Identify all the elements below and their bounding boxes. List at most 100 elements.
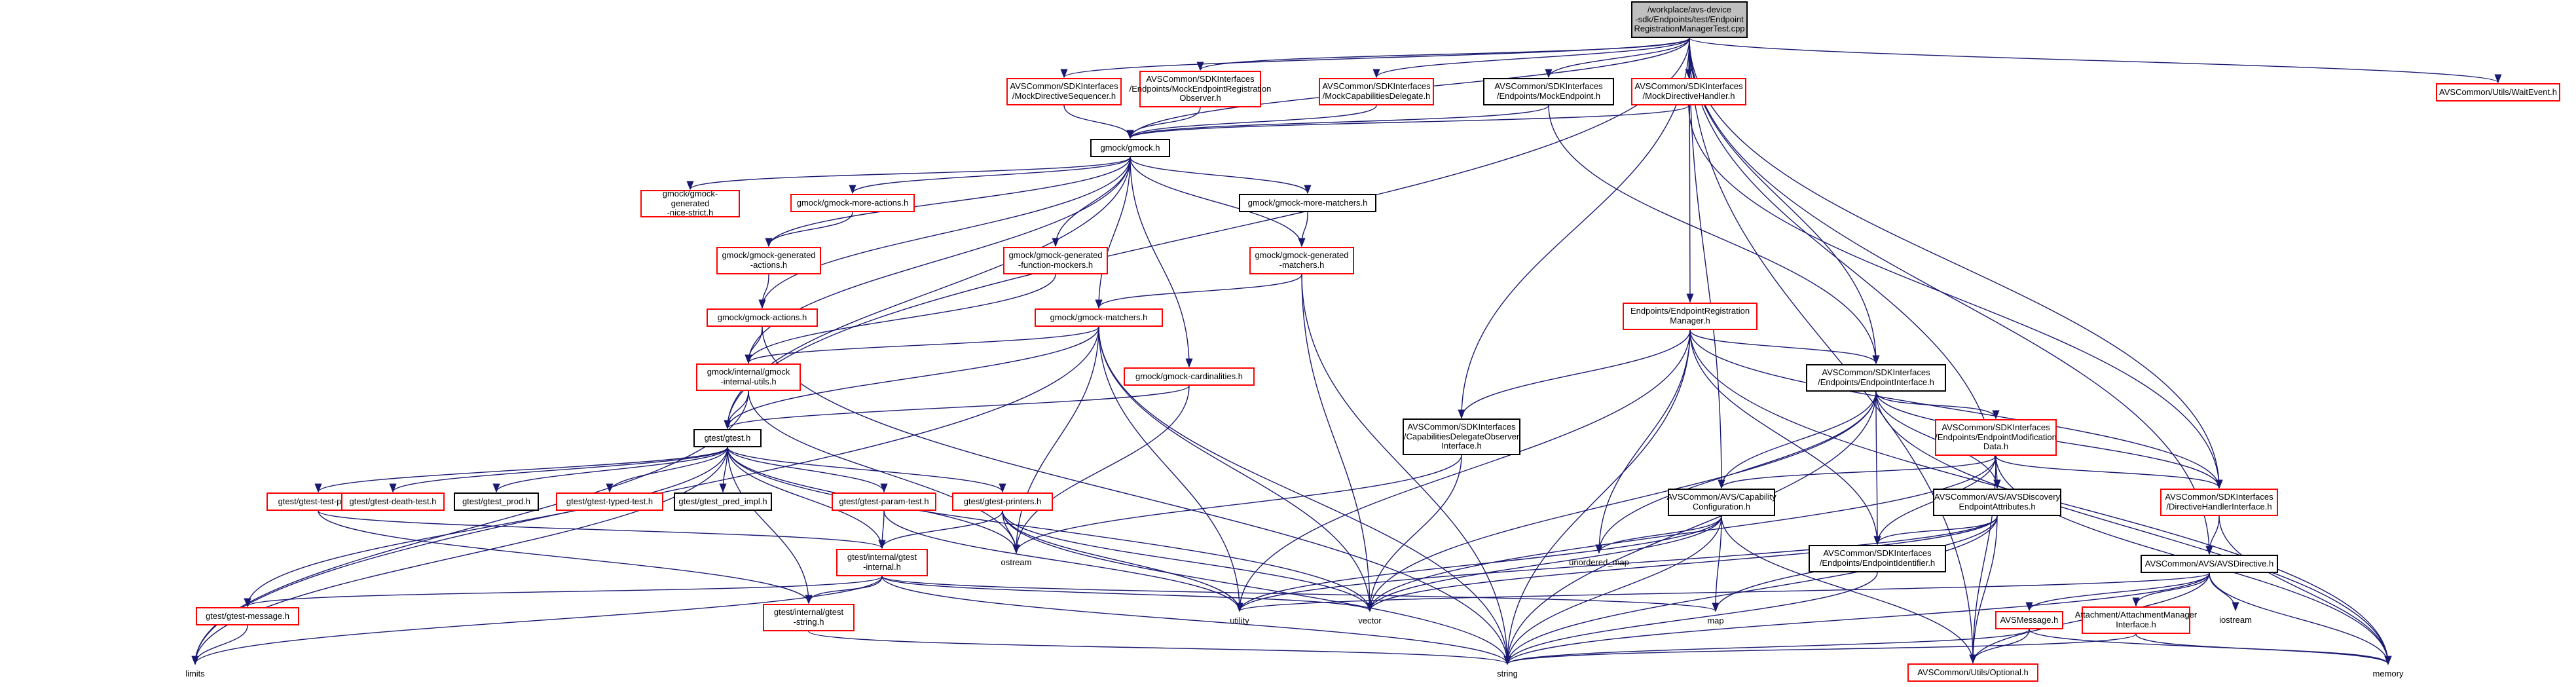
node-gmock-actions[interactable]: gmock/gmock-actions.h [707,308,818,327]
node-gmock-internal-utils[interactable]: gmock/internal/gmock -internal-utils.h [696,363,801,391]
edge-gtest-to-vector [727,447,1374,612]
edge-gtest-to-printers [727,447,1006,493]
edge-gtest-to-typedTest [606,447,728,493]
edge-genMatchers-to-string [1301,274,1511,665]
edge-printers-to-vector [1002,510,1374,612]
edge-gtestString-to-string [808,631,1511,665]
node-attachment-manager-interface[interactable]: Attachment/AttachmentManager Interface.h [2075,606,2197,634]
node-gmock-matchers[interactable]: gmock/gmock-matchers.h [1035,308,1163,327]
node-gtest-death-test[interactable]: gtest/gtest-death-test.h [341,492,445,511]
edge-gmock-to-actions [758,157,1131,309]
edge-gmock-to-moreActions [849,157,1131,195]
node-ostream: ostream [1001,557,1032,567]
node-mock-endpoint-registration-observer[interactable]: AVSCommon/SDKInterfaces /Endpoints/MockE… [1130,71,1271,107]
edge-moreActions-to-genActions [765,212,853,248]
node-endpoint-interface[interactable]: AVSCommon/SDKInterfaces /Endpoints/Endpo… [1806,364,1946,392]
edge-avsDirective-to-attachMgr [2132,572,2210,607]
node-string: string [1497,668,1518,678]
node-gtest-message[interactable]: gtest/gtest-message.h [196,607,299,625]
edge-genActions-to-actions [758,274,769,309]
node-gtest-typed-test[interactable]: gtest/gtest-typed-test.h [556,492,663,511]
node-mock-endpoint[interactable]: AVSCommon/SDKInterfaces /Endpoints/MockE… [1483,78,1614,105]
node-iostream: iostream [2219,614,2252,625]
node-gmock-more-matchers[interactable]: gmock/gmock-more-matchers.h [1239,194,1376,212]
node-directive-handler-interface[interactable]: AVSCommon/SDKInterfaces /DirectiveHandle… [2160,489,2278,516]
edge-capConfig-to-unorderedMap [1595,515,1722,554]
edge-testPart-to-gtestString [318,510,813,604]
edge-gtest-to-deathTest [389,447,728,493]
node-avs-discovery-endpoint-attributes[interactable]: AVSCommon/AVS/AVSDiscovery EndpointAttri… [1933,489,2061,516]
edge-epModData-to-capConfig [1718,455,1996,489]
node-avs-message[interactable]: AVSMessage.h [1995,611,2063,629]
edge-gtestInternal-to-map [881,576,1720,612]
edge-epModData-to-optional [1969,455,1996,664]
edge-mockCapDel-to-gmock [1126,105,1377,139]
edge-gmock-to-genActions [765,157,1131,248]
edge-gtestInternal-to-gtestMessage [244,576,883,608]
edge-actions-to-string [762,326,1511,665]
node-gmock-generated-nice-strict[interactable]: gmock/gmock-generated -nice-strict.h [640,189,740,217]
edge-discAttr-to-utility [1236,515,1998,612]
edge-avsDirective-to-memory [2209,572,2392,665]
edge-genFuncMock-to-internalUtils [745,274,1056,364]
edge-gtestInternal-to-gtestString [805,576,883,604]
edge-gtest-to-limits [191,447,728,665]
node-optional[interactable]: AVSCommon/Utils/Optional.h [1907,663,2038,682]
edge-root-to-mockEp [1545,37,1690,79]
node-gtest[interactable]: gtest/gtest.h [693,429,762,447]
edge-epInterface-to-vector [1366,391,1877,612]
node-gtest-printers[interactable]: gtest/gtest-printers.h [952,492,1053,511]
node-limits: limits [185,668,205,678]
node-capabilities-delegate-observer[interactable]: AVSCommon/SDKInterfaces /CapabilitiesDel… [1403,418,1520,455]
node-mock-directive-handler[interactable]: AVSCommon/SDKInterfaces /MockDirectiveHa… [1631,78,1746,105]
node-gtest-prod[interactable]: gtest/gtest_prod.h [454,492,539,511]
node-utility: utility [1230,615,1249,625]
edge-gmock-to-genMatchers [1130,157,1306,248]
node-gtest-pred-impl[interactable]: gtest/gtest_pred_impl.h [674,492,772,511]
edge-mockDirH-to-dirHandler [1688,105,2223,489]
node-gmock-generated-actions[interactable]: gmock/gmock-generated -actions.h [716,247,821,274]
edge-root-to-gtest [724,37,1690,430]
edge-paramTest-to-utility [883,510,1243,612]
node-gmock[interactable]: gmock/gmock.h [1090,139,1170,157]
node-gmock-generated-function-mockers[interactable]: gmock/gmock-generated -function-mockers.… [1003,247,1108,274]
node-gtest-string[interactable]: gtest/internal/gtest -string.h [763,604,855,631]
edge-avsDirective-to-string [1503,572,2210,665]
node-mock-capabilities-delegate[interactable]: AVSCommon/SDKInterfaces /MockCapabilitie… [1319,78,1434,105]
node-mock-directive-sequencer[interactable]: AVSCommon/SDKInterfaces /MockDirectiveSe… [1006,78,1122,105]
edge-capConfig-to-string [1503,515,1722,665]
node-capability-configuration[interactable]: AVSCommon/AVS/Capability Configuration.h [1666,489,1776,516]
node-gmock-more-actions[interactable]: gmock/gmock-more-actions.h [790,194,915,212]
node-gmock-cardinalities[interactable]: gmock/gmock-cardinalities.h [1124,367,1255,386]
node-endpoint-registration-manager[interactable]: Endpoints/EndpointRegistration Manager.h [1623,303,1757,330]
node-wait-event[interactable]: AVSCommon/Utils/WaitEvent.h [2436,83,2560,102]
edge-avsMessage-to-string [1503,629,2030,665]
edge-gtestInternal-to-vector [881,576,1374,612]
edge-testPart-to-gtestInternal [318,510,886,549]
edge-avsDirective-to-avsMessage [2025,572,2210,612]
node-avs-directive[interactable]: AVSCommon/AVS/AVSDirective.h [2141,555,2278,573]
edge-epModData-to-vector [1366,455,1996,612]
edge-cardinalities-to-gtest [724,385,1190,430]
edge-printers-to-string [1002,510,1511,665]
edge-gmock-to-moreMatchers [1130,157,1312,195]
node-endpoint-identifier[interactable]: AVSCommon/SDKInterfaces /Endpoints/Endpo… [1809,545,1946,572]
edge-root-to-mockCapDel [1372,37,1690,79]
edge-discAttr-to-string [1503,515,1998,665]
edge-epInterface-to-epIdentifier [1873,391,1881,546]
node-gtest-internal[interactable]: gtest/internal/gtest -internal.h [836,549,928,576]
edge-matchers-to-utility [1098,326,1243,612]
edge-attachMgr-to-string [1503,633,2137,665]
edge-gmock-to-cardinalities [1130,157,1193,368]
node-gmock-generated-matchers[interactable]: gmock/gmock-generated -matchers.h [1249,247,1354,274]
edge-gmock-to-niceStrict [686,157,1131,191]
edge-capConfig-to-map [1712,515,1722,612]
edge-epRegMgr-to-epInterface [1689,329,1880,365]
edge-epRegMgr-to-string [1503,329,1691,665]
node-endpoint-modification-data[interactable]: AVSCommon/SDKInterfaces /Endpoints/Endpo… [1935,419,2057,456]
edge-attachMgr-to-memory [2135,633,2392,665]
edge-epRegMgr-to-unorderedMap [1595,329,1691,554]
node-gtest-param-test[interactable]: gtest/gtest-param-test.h [832,492,936,511]
